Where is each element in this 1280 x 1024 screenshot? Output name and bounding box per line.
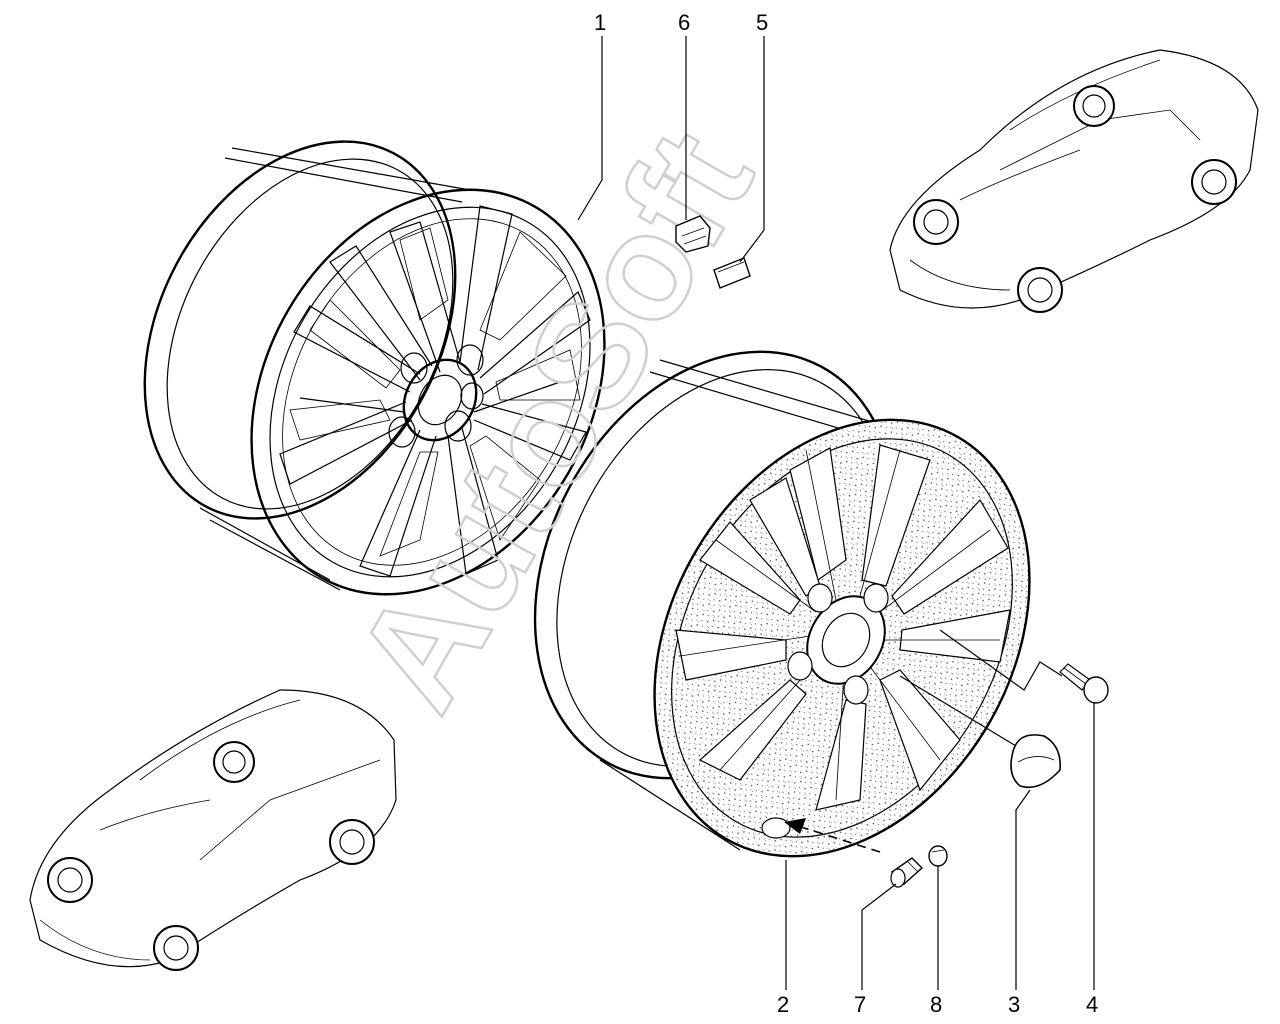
callout-8: 8 <box>930 992 942 1017</box>
leader-line-1 <box>577 36 603 221</box>
leader-line-4-break <box>939 629 1063 691</box>
callout-6: 6 <box>678 10 690 35</box>
hub-cap-drawing <box>1010 734 1061 789</box>
callout-3: 3 <box>1008 992 1020 1017</box>
wheel-rim-drawing <box>143 140 606 596</box>
car-sedan-sketch <box>889 49 1259 313</box>
callout-7: 7 <box>854 992 866 1017</box>
leader-line-5 <box>739 36 765 263</box>
car-wagon-sketch <box>29 689 397 971</box>
balance-weight-clip-drawing <box>675 215 711 253</box>
callout-1: 1 <box>594 10 606 35</box>
callout-4: 4 <box>1086 992 1098 1017</box>
tire-valve-drawing <box>890 857 924 888</box>
leader-line-3 <box>1015 789 1031 990</box>
callout-5: 5 <box>756 10 768 35</box>
wheel-bolt-drawing <box>1059 663 1109 704</box>
alloy-wheel-assembly-drawing <box>533 350 1031 858</box>
leader-line-3-wheel <box>899 675 1017 747</box>
valve-cap-drawing <box>928 845 948 867</box>
callout-2: 2 <box>777 992 789 1017</box>
arrow-head-icon <box>784 818 806 834</box>
leader-lines <box>577 36 1095 990</box>
leader-line-7 <box>861 883 897 990</box>
balance-weight-flat-drawing <box>713 257 751 289</box>
